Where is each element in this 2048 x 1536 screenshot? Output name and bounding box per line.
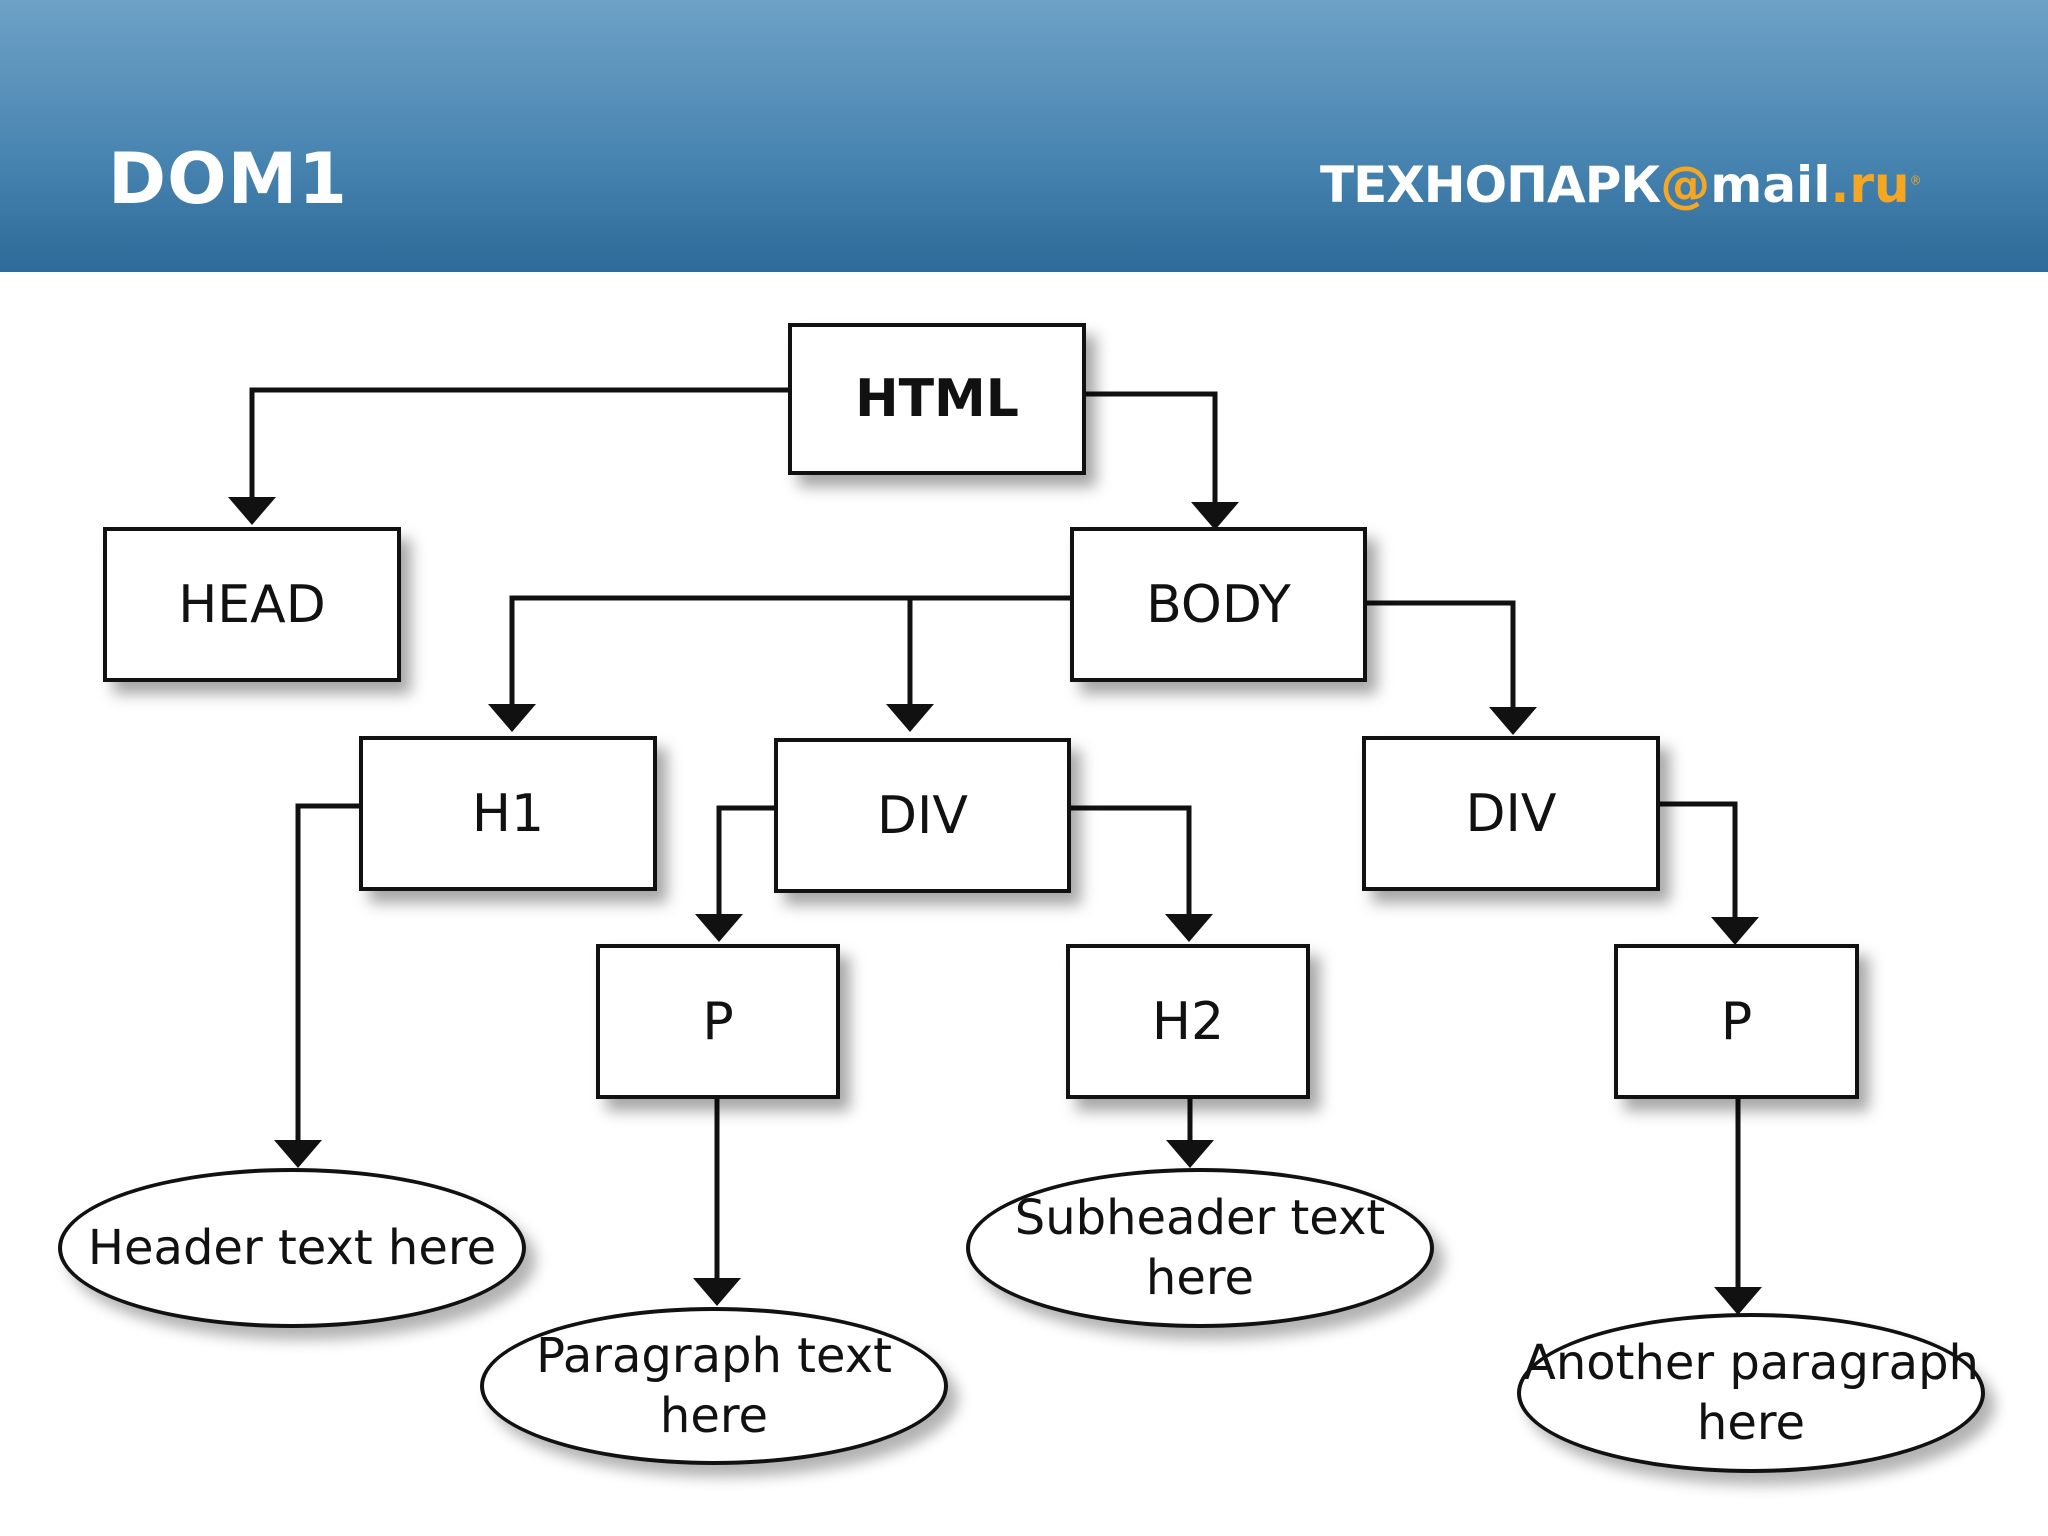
logo-dot: . [1830,156,1850,214]
edge-body-div2 [1364,600,1516,708]
slide-title: DOM1 [108,138,348,220]
node-head: HEAD [103,527,401,682]
arrowhead-h2 [1165,914,1213,942]
edge-div1-h2 [1068,805,1192,915]
edge-div1-p1 [716,805,774,915]
leaf-subheader-text: Subheader text here [966,1168,1434,1328]
node-h1: H1 [359,736,657,891]
node-p: P [596,944,840,1099]
logo-brand: ТЕХНОПАРК [1320,156,1661,214]
leaf-another-paragraph-line2: here [1696,1395,1806,1451]
slide-header: DOM1 ТЕХНОПАРК@mail.ru® [0,0,2048,272]
node-html: HTML [788,323,1086,475]
leaf-another-paragraph-line1: Another paragraph [1523,1335,1979,1391]
arrowhead-p2 [1711,917,1759,945]
node-div-right: DIV [1362,736,1660,891]
logo-at: @ [1660,156,1711,214]
arrowhead-div1 [886,704,934,732]
technopark-mail-logo: ТЕХНОПАРК@mail.ru® [1320,156,1922,214]
leaf-another-paragraph: Another paragraph here [1517,1313,1985,1473]
arrowhead-p1 [695,914,743,942]
node-div: DIV [774,738,1071,893]
leaf-paragraph-text-line2: here [659,1388,769,1444]
node-p-right: P [1614,944,1859,1099]
leaf-paragraph-text-line1: Paragraph text [536,1328,892,1384]
logo-registered-mark: ® [1909,173,1922,188]
leaf-paragraph-text: Paragraph text here [480,1307,948,1465]
leaf-header-text: Header text here [58,1168,526,1328]
leaf-subheader-text-line2: here [1145,1250,1255,1306]
node-body: BODY [1070,527,1367,682]
arrowhead-paragraph-text [693,1278,741,1306]
edge-html-body [1084,391,1218,505]
arrowhead-subheader-text [1166,1140,1214,1168]
arrowhead-h1 [488,704,536,732]
edge-div2-p2 [1657,801,1738,918]
arrowhead-head [228,497,276,525]
leaf-subheader-text-line1: Subheader text [1014,1190,1386,1246]
logo-mail: mail [1710,156,1831,214]
node-h2: H2 [1066,944,1310,1099]
arrowhead-div2 [1489,707,1537,735]
logo-ru: ru [1849,156,1910,214]
arrowhead-header-text [274,1140,322,1168]
edge-body-h1 [509,595,1070,705]
leaf-header-text-label: Header text here [87,1220,497,1276]
arrowhead-another-paragraph [1714,1287,1762,1315]
arrowhead-body [1191,502,1239,530]
edge-h1-header-text [295,803,360,1145]
edge-html-head [249,387,788,500]
